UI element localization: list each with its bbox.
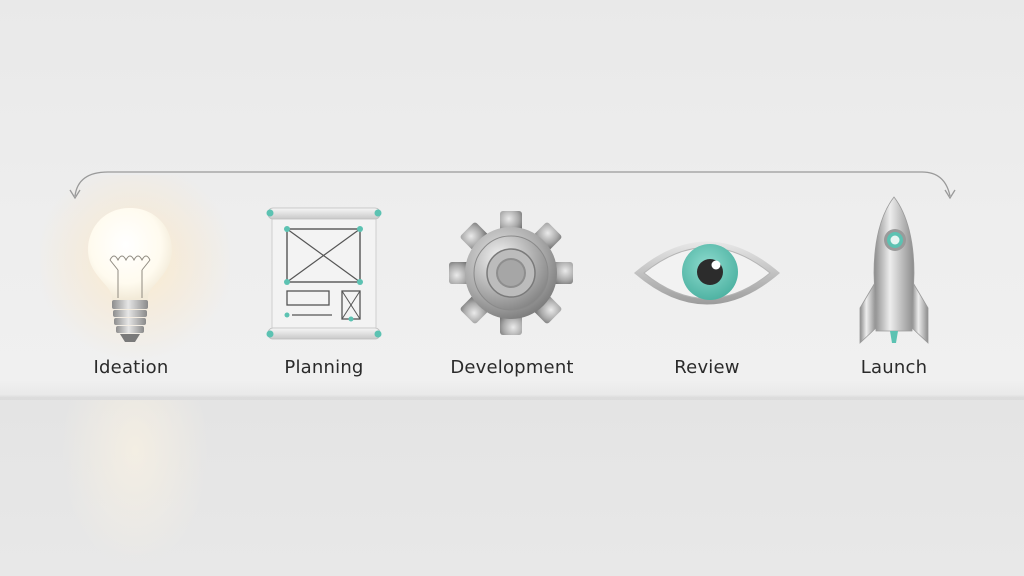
- eye-icon: [634, 241, 780, 305]
- blueprint-icon: [266, 207, 382, 340]
- stage-label-review: Review: [674, 357, 740, 378]
- floor-edge: [0, 380, 1024, 400]
- stage-label-ideation: Ideation: [93, 357, 169, 378]
- stage-label-launch: Launch: [860, 357, 928, 378]
- stage-label-planning: Planning: [284, 357, 364, 378]
- stage-label-development: Development: [450, 357, 574, 378]
- floor-reflection: [60, 400, 210, 570]
- lightbulb-icon: [88, 208, 172, 342]
- cycle-arrow: [69, 171, 956, 200]
- rocket-icon: [859, 196, 929, 344]
- gear-icon: [449, 211, 573, 335]
